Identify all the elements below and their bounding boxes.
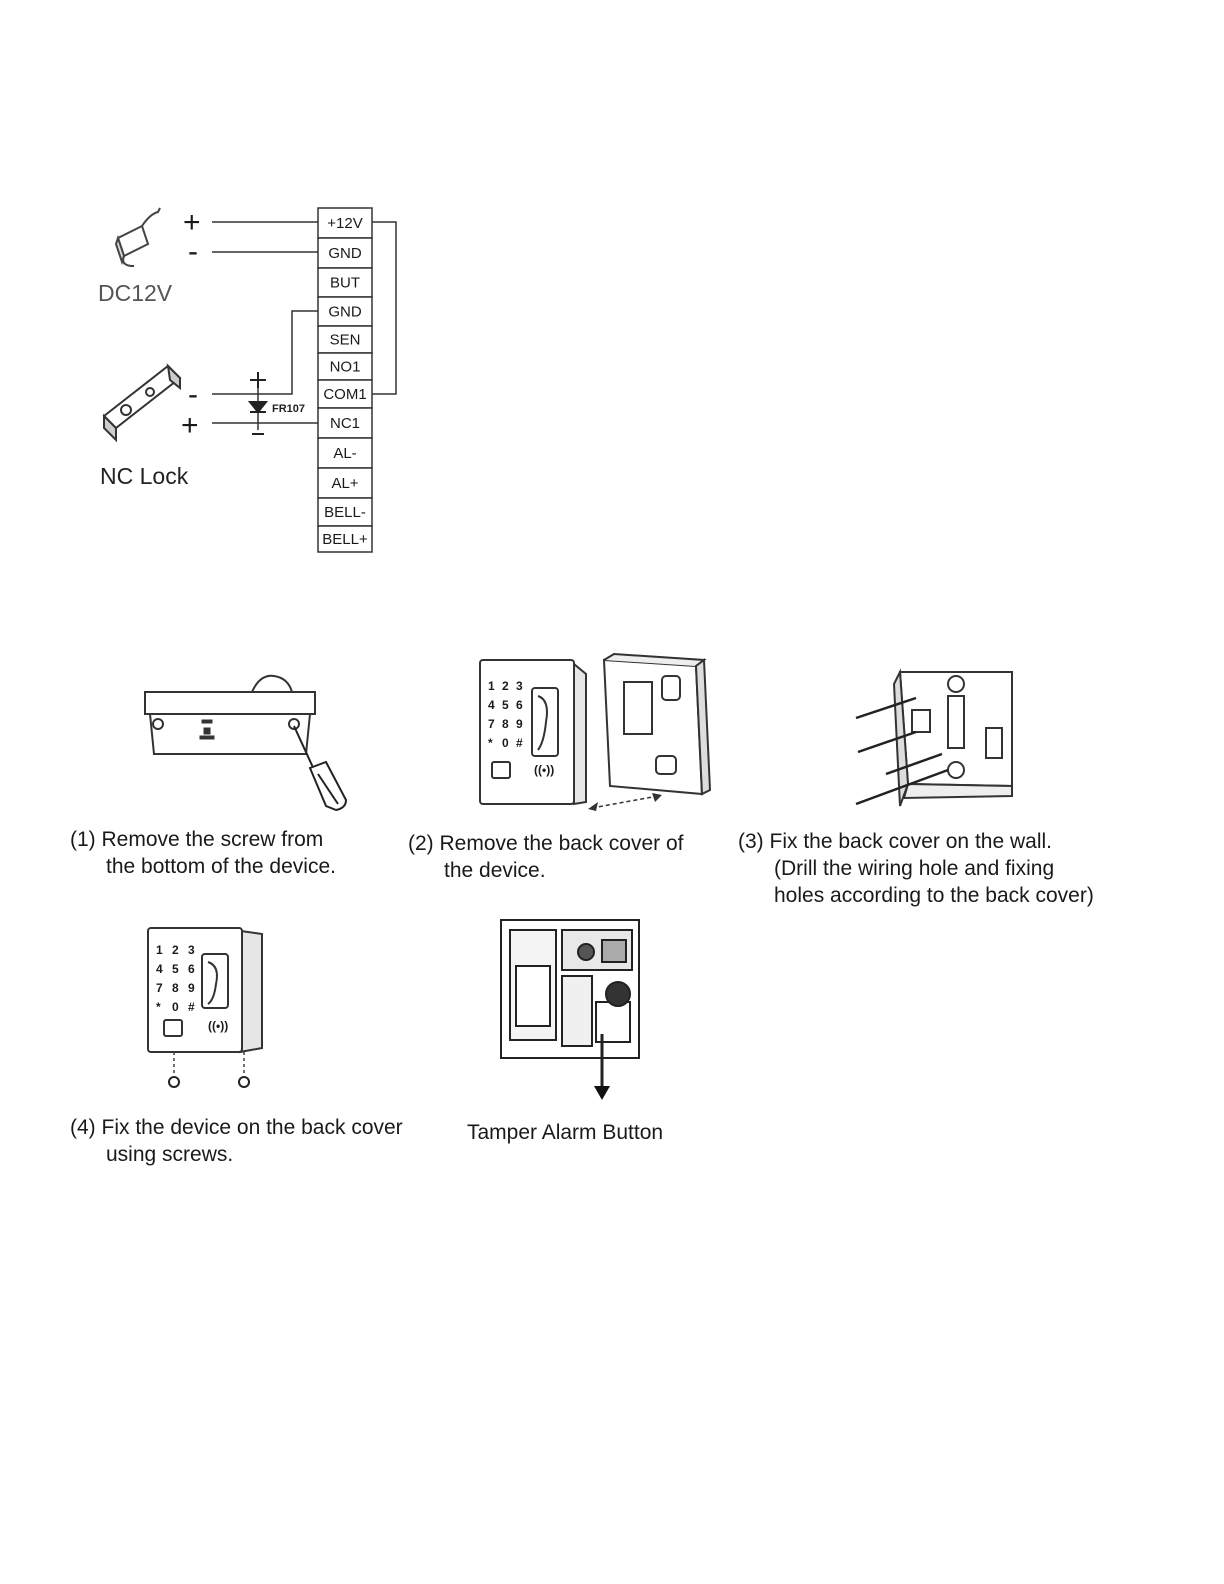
terminal-cell <box>317 296 373 327</box>
keypad-key: 1 <box>156 943 163 957</box>
step3-number: (3) <box>738 830 764 853</box>
terminal-label: NO1 <box>330 359 361 376</box>
step3-line1: Fix the back cover on the wall. <box>769 830 1052 853</box>
keypad-key: * <box>156 1000 161 1014</box>
terminal-label: BUT <box>330 275 360 292</box>
terminal-cell <box>317 352 373 381</box>
keypad-key: # <box>188 1000 195 1014</box>
keypad-key: 6 <box>516 698 523 712</box>
step1-number: (1) <box>70 828 96 851</box>
lock-icon <box>102 363 182 443</box>
keypad-key: 0 <box>172 1000 179 1014</box>
keypad-key: 4 <box>488 698 495 712</box>
lock-label: NC Lock <box>100 463 189 489</box>
step1-caption: (1) Remove the screw from the bottom of … <box>70 826 336 880</box>
keypad-key: 7 <box>156 981 163 995</box>
terminal-label: AL- <box>333 445 356 462</box>
keypad-key: * <box>488 736 493 750</box>
terminal-cell <box>317 467 373 499</box>
terminal-cell <box>317 379 373 409</box>
step3-line2: (Drill the wiring hole and fixing <box>774 857 1055 880</box>
wires <box>212 221 397 430</box>
step1-line1: Remove the screw from <box>101 828 324 851</box>
lock-plus-sign: + <box>181 409 199 442</box>
keypad-key: 0 <box>502 736 509 750</box>
terminal-label: BELL+ <box>322 531 368 548</box>
keypad-key: # <box>516 736 523 750</box>
terminal-label: BELL- <box>324 504 366 521</box>
wiring-diagram: + - DC12V - + NC Lock FR107 +12V GND BUT GN… <box>98 206 397 553</box>
keypad-key: 8 <box>172 981 179 995</box>
terminal-cell <box>317 207 373 239</box>
keypad-key: 5 <box>502 698 509 712</box>
keypad-key: 6 <box>188 962 195 976</box>
step2-number: (2) <box>408 832 434 855</box>
power-label: DC12V <box>98 280 173 306</box>
step2-line2: the device. <box>444 859 546 882</box>
terminal-cell <box>317 267 373 298</box>
step4-caption: (4) Fix the device on the back cover usi… <box>70 1114 403 1168</box>
terminal-label: GND <box>328 245 362 262</box>
keypad-key: 9 <box>516 717 523 731</box>
keypad-key: 2 <box>172 943 179 957</box>
terminal-label: AL+ <box>331 475 358 492</box>
keypad-key: 1 <box>488 679 495 693</box>
rfid-icon: ((•)) <box>534 763 554 777</box>
step3-caption: (3) Fix the back cover on the wall. (Dri… <box>738 828 1094 909</box>
keypad-key: 4 <box>156 962 163 976</box>
step4-line2: using screws. <box>106 1143 234 1166</box>
keypad-key: 3 <box>516 679 523 693</box>
step2-line1: Remove the back cover of <box>439 832 684 855</box>
step3-line3: holes according to the back cover) <box>774 884 1094 907</box>
step1-illustration <box>144 674 348 812</box>
keypad-key: 7 <box>488 717 495 731</box>
step3-illustration <box>855 668 1013 807</box>
terminal-cell <box>317 407 373 439</box>
power-plus-sign: + <box>183 206 201 239</box>
keypad-key: 8 <box>502 717 509 731</box>
step4-number: (4) <box>70 1116 96 1139</box>
keypad-key: 3 <box>188 943 195 957</box>
tamper-label: Tamper Alarm Button <box>467 1121 664 1144</box>
terminal-cell <box>317 325 373 354</box>
rfid-icon: ((•)) <box>208 1019 228 1033</box>
power-minus-sign: - <box>188 235 198 268</box>
power-adapter-icon <box>114 207 161 267</box>
terminal-label: COM1 <box>323 386 366 403</box>
keypad-key: 2 <box>502 679 509 693</box>
tamper-caption: Tamper Alarm Button <box>467 1119 663 1146</box>
terminal-cell <box>317 437 373 469</box>
terminal-label: +12V <box>327 215 362 232</box>
diode-label: FR107 <box>272 403 305 415</box>
step2-caption: (2) Remove the back cover of the device. <box>408 830 683 884</box>
terminal-cell <box>317 525 373 553</box>
terminal-label: SEN <box>330 332 361 349</box>
terminal-cell <box>317 237 373 269</box>
diode-icon <box>247 372 269 435</box>
terminal-label: GND <box>328 304 362 321</box>
keypad-key: 5 <box>172 962 179 976</box>
keypad-key: 9 <box>188 981 195 995</box>
lock-minus-sign: - <box>188 378 198 411</box>
tamper-illustration <box>500 919 640 1100</box>
step1-line2: the bottom of the device. <box>106 855 336 878</box>
terminal-label: NC1 <box>330 415 360 432</box>
step4-line1: Fix the device on the back cover <box>101 1116 403 1139</box>
